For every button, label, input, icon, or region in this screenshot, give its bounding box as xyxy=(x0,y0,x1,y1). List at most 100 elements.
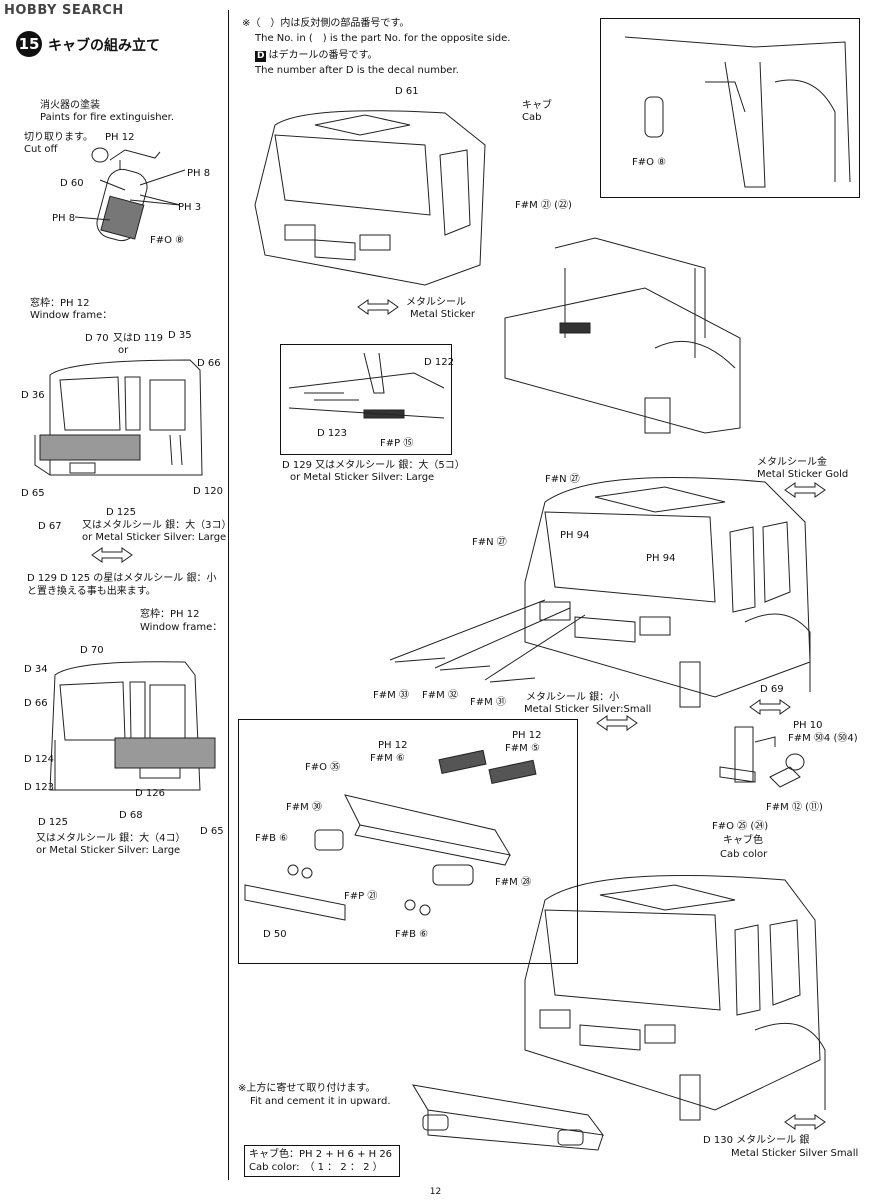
step-title: キャブの組み立て xyxy=(48,38,160,54)
cab-label-en: Cab xyxy=(522,112,542,123)
d60-label: D 60 xyxy=(60,178,84,189)
inset-fo8-label: F#O ⑧ xyxy=(632,157,667,168)
cut-off-en: Cut off xyxy=(24,144,58,155)
d70-label-b: D 70 xyxy=(80,645,104,656)
double-arrow-left xyxy=(91,547,133,563)
double-arrow-d69 xyxy=(749,699,791,715)
d35-label: D 35 xyxy=(168,330,192,341)
fm33-label: F#M ㉝ xyxy=(373,690,409,701)
cab-color-formula-en: Cab color: （ 1 ： 2 ： 2 ） xyxy=(249,1162,383,1173)
silver-small-en: Metal Sticker Silver:Small xyxy=(524,704,652,715)
d65-label-b: D 65 xyxy=(200,826,224,837)
metal-sticker-gold-en: Metal Sticker Gold xyxy=(757,469,849,480)
double-arrow-sticker xyxy=(357,299,399,315)
chassis-drawing xyxy=(504,237,741,434)
double-arrow-d130 xyxy=(784,1114,826,1130)
cab-color-jp: キャブ色 xyxy=(723,835,763,846)
or-jp-label: 又は xyxy=(113,333,133,344)
wipers-drawing xyxy=(389,599,586,683)
bumper-d50: D 50 xyxy=(263,929,287,940)
note-jp-1: ※（ ）内は反対側の部品番号です。 xyxy=(242,18,410,29)
cut-off-jp: 切り取ります。 xyxy=(24,132,93,143)
bumper-fm5: F#M ⑤ xyxy=(505,743,540,754)
bumper-fm28: F#M ㉘ xyxy=(495,877,531,888)
fn27-label-b: F#N ㉗ xyxy=(472,537,507,548)
site-logo: HOBBY SEARCH xyxy=(4,3,124,18)
fire-extinguisher-drawing xyxy=(74,147,186,242)
step-number-badge: 15 xyxy=(16,31,42,57)
ph8-label-a: PH 8 xyxy=(187,168,211,179)
double-arrow-silver xyxy=(596,715,638,731)
ph12-label: PH 12 xyxy=(105,132,135,143)
d123-label: D 123 xyxy=(24,782,54,793)
d69-label: D 69 xyxy=(760,684,784,695)
d65-label: D 65 xyxy=(21,488,45,499)
window-frame-en-bottom: Window frame： xyxy=(140,622,223,633)
inset-extinguisher-drawing xyxy=(624,36,851,188)
alt-sticker-en-top: or Metal Sticker Silver: Large xyxy=(82,532,227,543)
alt-sticker-jp-bottom: 又はメタルシール 銀：大（4コ） xyxy=(36,833,186,844)
fp15-label: F#P ⑮ xyxy=(380,438,414,449)
fit-note-jp: ※上方に寄せて取り付けます。 xyxy=(238,1083,376,1094)
d36-label: D 36 xyxy=(21,390,45,401)
silver-small-jp: メタルシール 銀：小 xyxy=(526,692,620,703)
window-frame-jp-bottom: 窓枠：PH 12 xyxy=(140,609,200,620)
d129-seat-en: or Metal Sticker Silver: Large xyxy=(290,472,435,483)
fm12-label: F#M ⑫ (⑪) xyxy=(766,802,823,813)
mirror-drawing xyxy=(719,726,805,788)
extinguisher-inset-frame xyxy=(600,18,860,198)
alt-sticker-en-bottom: or Metal Sticker Silver: Large xyxy=(36,845,181,856)
window-frame-jp-top: 窓枠：PH 12 xyxy=(30,298,90,309)
alt-sticker-jp-top: 又はメタルシール 銀：大（3コ） xyxy=(82,520,232,531)
fm32-label: F#M ㉜ xyxy=(422,690,458,701)
d66-label: D 66 xyxy=(197,358,221,369)
fm31-label: F#M ㉛ xyxy=(470,697,506,708)
d70-label: D 70 xyxy=(85,333,109,344)
ph94-label-b: PH 94 xyxy=(646,553,676,564)
d125-label: D 125 xyxy=(106,507,136,518)
column-divider xyxy=(228,10,229,1180)
d119-label: D 119 xyxy=(133,333,163,344)
ph94-label-a: PH 94 xyxy=(560,530,590,541)
fm21-label: F#M ㉑ (㉒) xyxy=(515,200,572,211)
bumper-fm30: F#M ㉚ xyxy=(286,802,322,813)
fn27-label-a: F#N ㉗ xyxy=(545,474,580,485)
d120-label: D 120 xyxy=(193,486,223,497)
ph8-label-b: PH 8 xyxy=(52,213,76,224)
bumper-assembled-drawing xyxy=(412,1084,605,1151)
fo25-label: F#O ㉕ (㉔) xyxy=(712,821,769,832)
double-arrow-gold xyxy=(784,482,826,498)
bumper-fp21: F#P ㉑ xyxy=(344,891,378,902)
d66-label-b: D 66 xyxy=(24,698,48,709)
left-cab-top-drawing xyxy=(34,359,203,476)
fit-note-en: Fit and cement it in upward. xyxy=(250,1096,391,1107)
cab-color-formula-jp: キャブ色：PH 2 + H 6 + H 26 xyxy=(249,1149,393,1160)
seat-inset-frame xyxy=(280,344,452,455)
bumper-inset-frame xyxy=(238,719,578,964)
left-cab-bottom-drawing xyxy=(49,661,216,791)
d34-label: D 34 xyxy=(24,664,48,675)
fm64-label: F#M ㊿4 (㊿4) xyxy=(788,733,858,744)
window-frame-en-top: Window frame： xyxy=(30,310,113,321)
metal-sticker-en: Metal Sticker xyxy=(410,309,476,320)
d126-label: D 126 xyxy=(135,788,165,799)
note-en-1: The No. in ( ) is the part No. for the o… xyxy=(255,33,511,44)
d129-seat-jp: D 129 又はメタルシール 銀：大（5コ） xyxy=(282,460,465,471)
extinguisher-title-jp: 消火器の塗装 xyxy=(40,100,100,111)
star-note-line2: と置き換える事も出来ます。 xyxy=(27,586,156,597)
metal-sticker-gold-jp: メタルシール金 xyxy=(757,457,827,468)
d122-label: D 122 xyxy=(424,357,454,368)
d130-label-en: Metal Sticker Silver Small xyxy=(731,1148,859,1159)
star-note-line1: D 129 D 125 の星はメタルシール 銀：小 xyxy=(27,573,217,584)
bumper-fb6-b: F#B ⑥ xyxy=(395,929,429,940)
cab-top-drawing xyxy=(254,110,486,286)
metal-sticker-jp: メタルシール xyxy=(406,297,466,308)
ph3-label: PH 3 xyxy=(178,202,202,213)
seat-inset-drawing xyxy=(288,352,445,419)
cab-middle-drawing xyxy=(524,477,811,708)
bumper-fo35: F#O ㉟ xyxy=(305,762,341,773)
bumper-ph12-b: PH 12 xyxy=(512,730,542,741)
cab-color-box: キャブ色：PH 2 + H 6 + H 26 Cab color: （ 1 ： … xyxy=(244,1145,400,1177)
ph10-label: PH 10 xyxy=(793,720,823,731)
